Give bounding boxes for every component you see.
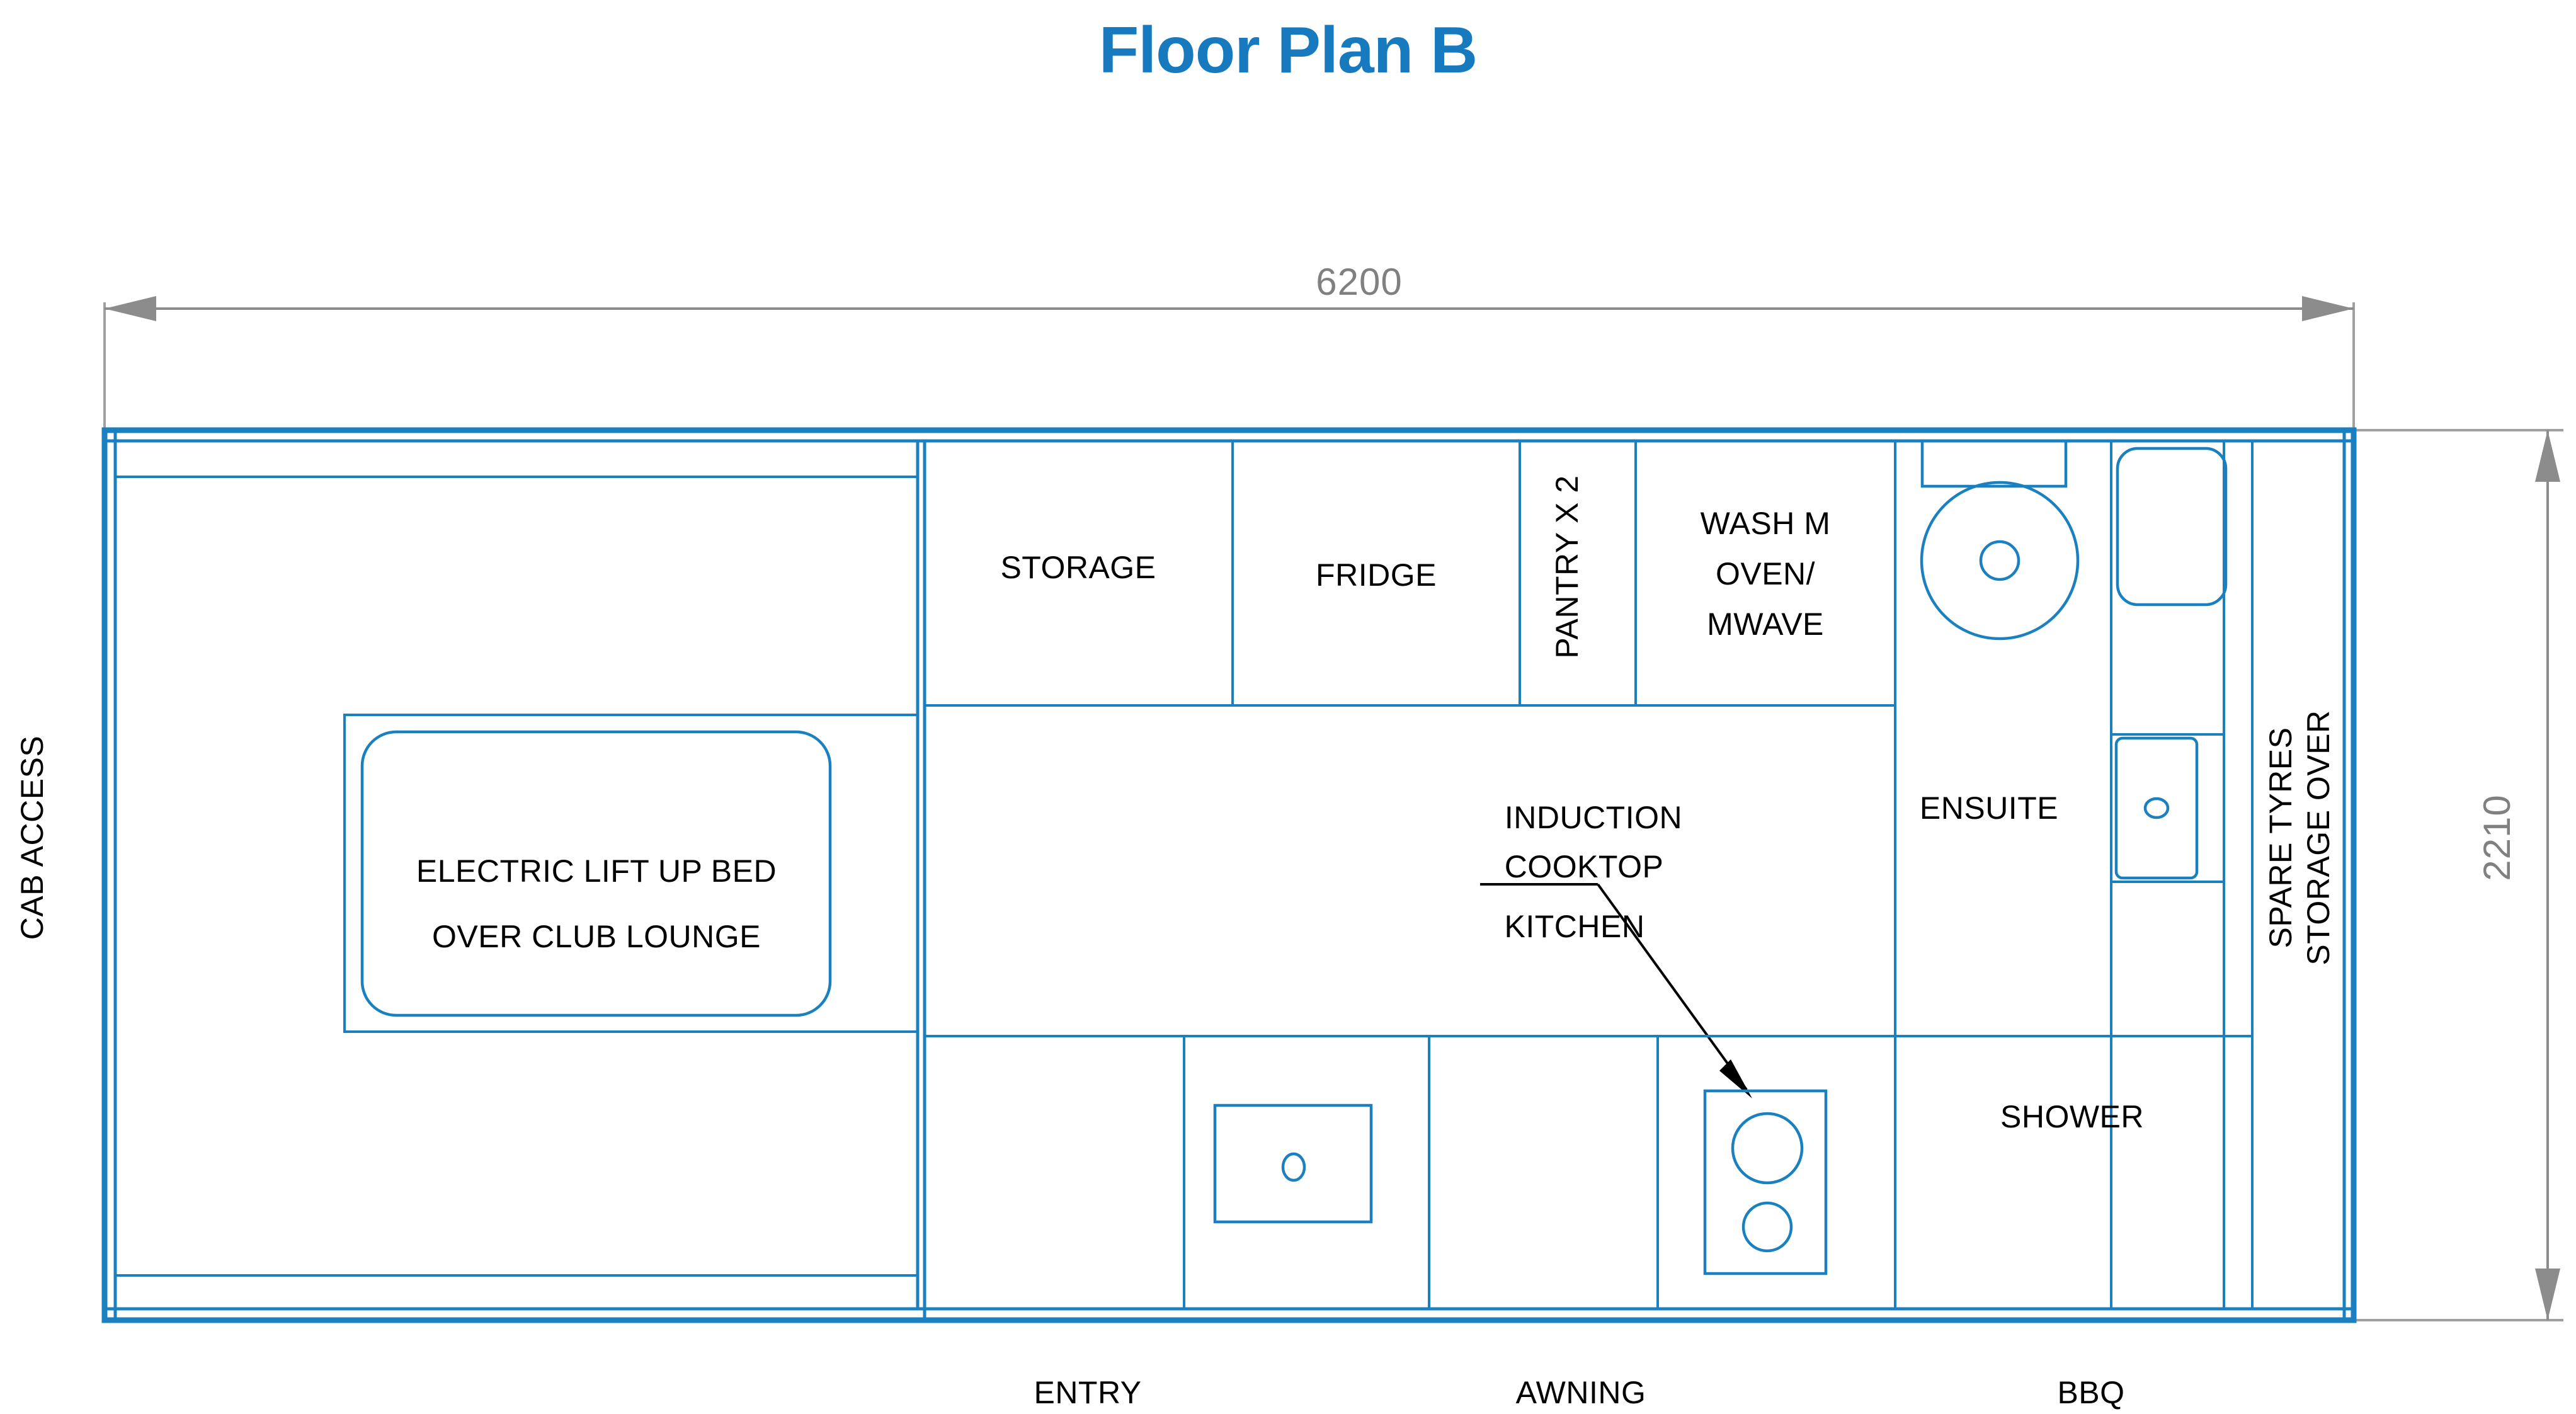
kitchen-zone: INDUCTION COOKTOP KITCHEN (925, 800, 1896, 1310)
dimension-height-label: 2210 (2476, 794, 2518, 881)
dimension-width-label: 6200 (1316, 261, 1402, 303)
label-bbq: BBQ (2057, 1375, 2124, 1410)
label-cab-access: CAB ACCESS (14, 736, 50, 940)
leader-arrowhead (1719, 1059, 1752, 1098)
room-label-bed-line2: OVER CLUB LOUNGE (432, 919, 761, 954)
label-entry: ENTRY (1034, 1375, 1141, 1410)
room-label-shower: SHOWER (2000, 1099, 2144, 1134)
room-label-fridge: FRIDGE (1316, 557, 1437, 593)
sink-drain-icon (1281, 1152, 1306, 1182)
leader-line (1597, 883, 1748, 1091)
room-label-kitchen: KITCHEN (1505, 909, 1645, 944)
basin-icon (2114, 736, 2199, 880)
exterior-labels: ENTRY AWNING BBQ (1034, 1375, 2124, 1410)
label-awning: AWNING (1516, 1375, 1646, 1410)
cooktop-outline (1703, 1089, 1828, 1275)
annotation-induction-line2: COOKTOP (1505, 849, 1664, 884)
annotation-induction-line1: INDUCTION (1505, 800, 1682, 835)
label-spare-tyres: SPARE TYRES (2263, 727, 2298, 949)
room-label-ensuite: ENSUITE (1920, 790, 2058, 826)
room-label-oven: OVEN/ (1716, 556, 1815, 591)
ensuite-zone: ENSUITE SHOWER (1895, 439, 2254, 1309)
label-storage-over: STORAGE OVER (2301, 710, 2336, 965)
room-label-washm: WASH M (1701, 506, 1831, 541)
basin-drain-icon (2143, 797, 2170, 819)
shower-base-icon (2116, 447, 2228, 607)
room-label-mwave: MWAVE (1707, 607, 1824, 642)
room-label-pantry: PANTRY X 2 (1549, 475, 1585, 658)
cistern-icon (1920, 439, 2068, 488)
dimension-width: 6200 (103, 261, 2355, 435)
upper-cabinet-run: STORAGE FRIDGE PANTRY X 2 WASH M OVEN/ M… (925, 441, 1896, 1309)
room-label-bed-line1: ELECTRIC LIFT UP BED (416, 853, 777, 889)
page-title: Floor Plan B (1099, 14, 1477, 87)
cooktop-burner-large-icon (1731, 1112, 1804, 1185)
dimension-height: 2210 (2354, 429, 2563, 1321)
bed-zone: ELECTRIC LIFT UP BED OVER CLUB LOUNGE (114, 440, 926, 1320)
spare-tyres-zone: SPARE TYRES STORAGE OVER (2263, 710, 2336, 965)
cooktop-burner-small-icon (1741, 1201, 1793, 1253)
toilet-bowl-icon (1920, 481, 2080, 641)
toilet-drain-icon (1979, 540, 2020, 581)
room-label-storage: STORAGE (1000, 550, 1156, 585)
